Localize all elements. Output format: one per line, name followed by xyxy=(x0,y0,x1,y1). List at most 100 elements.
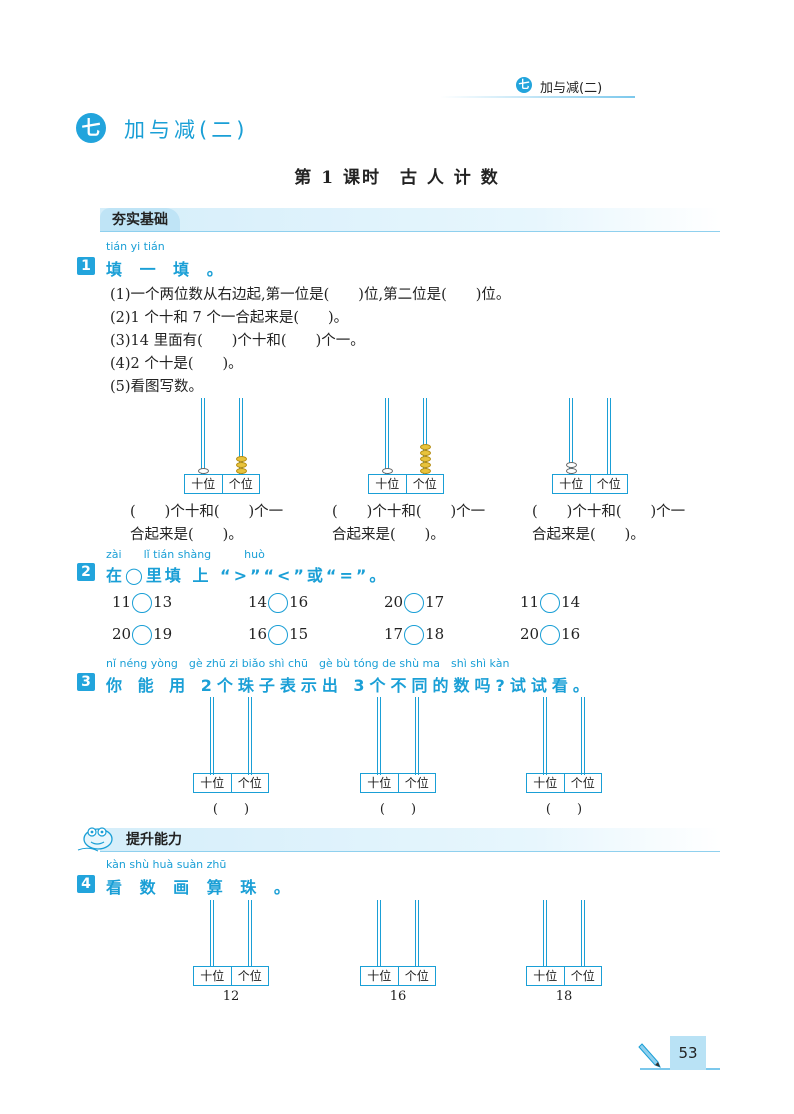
compare-circle[interactable] xyxy=(540,593,561,613)
abacus-base: 十位个位 xyxy=(193,773,269,793)
q2-number: 2 xyxy=(77,563,95,581)
compare-circle[interactable] xyxy=(404,625,425,645)
abacus-rod-ones xyxy=(415,697,419,775)
abacus-q3-1: 十位个位 xyxy=(193,697,269,795)
section-rule xyxy=(100,851,720,852)
q4-number-label: 16 xyxy=(389,989,407,1004)
compare-circle[interactable] xyxy=(132,593,153,613)
header-chapter-badge: 七 xyxy=(516,77,532,93)
abacus-bead xyxy=(419,450,431,456)
abacus-rod-tens xyxy=(210,697,214,775)
ones-label: 个位 xyxy=(228,477,253,491)
section-label-advance: 提升能力 xyxy=(126,832,182,848)
abacus-rod-tens xyxy=(385,398,389,474)
abacus-bead xyxy=(419,456,431,462)
abacus-q3-3: 十位个位 xyxy=(526,697,602,795)
abacus-bead xyxy=(565,468,577,474)
q1-answer-line-1[interactable]: ( )个十和( )个一 xyxy=(332,504,486,520)
section-bar xyxy=(100,828,720,852)
abacus-q4-3[interactable]: 十位个位 xyxy=(526,900,602,986)
abacus-rod-ones xyxy=(239,398,243,474)
abacus-base: 十位个位 xyxy=(526,773,602,793)
q1-pinyin: tián yi tián xyxy=(106,240,165,253)
abacus-rod-tens xyxy=(569,398,573,474)
q1-item-5: (5)看图写数。 xyxy=(110,379,204,395)
ones-label: 个位 xyxy=(412,477,437,491)
q3-number: 3 xyxy=(77,673,95,691)
abacus-rod-ones xyxy=(581,697,585,775)
abacus-rod-tens xyxy=(543,697,547,775)
compare-circle[interactable] xyxy=(132,625,153,645)
abacus-rod-ones xyxy=(581,900,585,966)
abacus-rod-tens xyxy=(210,900,214,966)
abacus-base: 十位个位 xyxy=(368,474,444,494)
abacus-rod-ones xyxy=(248,900,252,966)
section-label-basics: 夯实基础 xyxy=(100,208,180,232)
compare-circle[interactable] xyxy=(404,593,425,613)
header-chapter-text: 加与减(二) xyxy=(540,81,603,96)
q1-number: 1 xyxy=(77,257,95,275)
lesson-title: 第 1 课时 古 人 计 数 xyxy=(294,168,500,188)
tens-label: 十位 xyxy=(185,475,223,493)
q1-answer-line-2[interactable]: 合起来是( )。 xyxy=(532,527,645,543)
q4-title: 看 数 画 算 珠 。 xyxy=(106,878,296,897)
q1-title: 填 一 填 。 xyxy=(106,260,229,279)
abacus-q4-2[interactable]: 十位个位 xyxy=(360,900,436,986)
abacus-bead xyxy=(235,462,247,468)
q1-item-4: (4)2 个十是( )。 xyxy=(110,356,243,372)
header-rule xyxy=(440,96,635,98)
q1-answer-line-2[interactable]: 合起来是( )。 xyxy=(332,527,445,543)
q1-answer-line-2[interactable]: 合起来是( )。 xyxy=(130,527,243,543)
q4-number-label: 18 xyxy=(555,989,573,1004)
abacus-rod-ones xyxy=(415,900,419,966)
q1-item-2: (2)1 个十和 7 个一合起来是( )。 xyxy=(110,310,349,326)
compare-circle[interactable] xyxy=(540,625,561,645)
abacus-q1-2: 十位个位 xyxy=(368,398,444,494)
abacus-q1-1: 十位个位 xyxy=(184,398,260,494)
ones-label: 个位 xyxy=(596,477,621,491)
q4-pinyin: kàn shù huà suàn zhū xyxy=(106,858,227,871)
compare-circle[interactable] xyxy=(268,625,289,645)
tens-label: 十位 xyxy=(369,475,407,493)
abacus-rod-tens xyxy=(201,398,205,474)
abacus-q4-1[interactable]: 十位个位 xyxy=(193,900,269,986)
q3-answer-blank[interactable]: ( ) xyxy=(379,802,417,817)
abacus-bead xyxy=(197,468,209,474)
abacus-rod-tens xyxy=(377,900,381,966)
tens-label: 十位 xyxy=(553,475,591,493)
q1-item-3: (3)14 里面有( )个十和( )个一。 xyxy=(110,333,365,349)
q2-title: 在◯里填 上 “>”“<”或“=”。 xyxy=(106,566,389,585)
section-bar xyxy=(100,208,720,232)
abacus-q1-3: 十位个位 xyxy=(552,398,628,494)
chapter-title: 加与减(二) xyxy=(124,118,249,142)
abacus-bead xyxy=(235,468,247,474)
q4-number-label: 12 xyxy=(222,989,240,1004)
abacus-rod-tens xyxy=(543,900,547,966)
q2-pinyin: zài lǐ tián shàng huò xyxy=(106,548,265,561)
abacus-bead xyxy=(381,468,393,474)
q3-answer-blank[interactable]: ( ) xyxy=(212,802,250,817)
abacus-base: 十位个位 xyxy=(193,966,269,986)
chapter-badge: 七 xyxy=(76,113,106,143)
abacus-rod-ones xyxy=(607,398,611,474)
abacus-rod-ones xyxy=(248,697,252,775)
q1-item-1: (1)一个两位数从右边起,第一位是( )位,第二位是( )位。 xyxy=(110,287,511,303)
q3-answer-blank[interactable]: ( ) xyxy=(545,802,583,817)
abacus-q3-2: 十位个位 xyxy=(360,697,436,795)
q1-answer-line-1[interactable]: ( )个十和( )个一 xyxy=(130,504,284,520)
abacus-rod-tens xyxy=(377,697,381,775)
abacus-bead xyxy=(419,444,431,450)
q1-answer-line-1[interactable]: ( )个十和( )个一 xyxy=(532,504,686,520)
abacus-bead xyxy=(565,462,577,468)
abacus-base: 十位个位 xyxy=(360,966,436,986)
page-number: 53 xyxy=(670,1036,706,1070)
frog-mascot-icon xyxy=(76,822,116,854)
compare-circle[interactable] xyxy=(268,593,289,613)
abacus-rod-ones xyxy=(423,398,427,474)
